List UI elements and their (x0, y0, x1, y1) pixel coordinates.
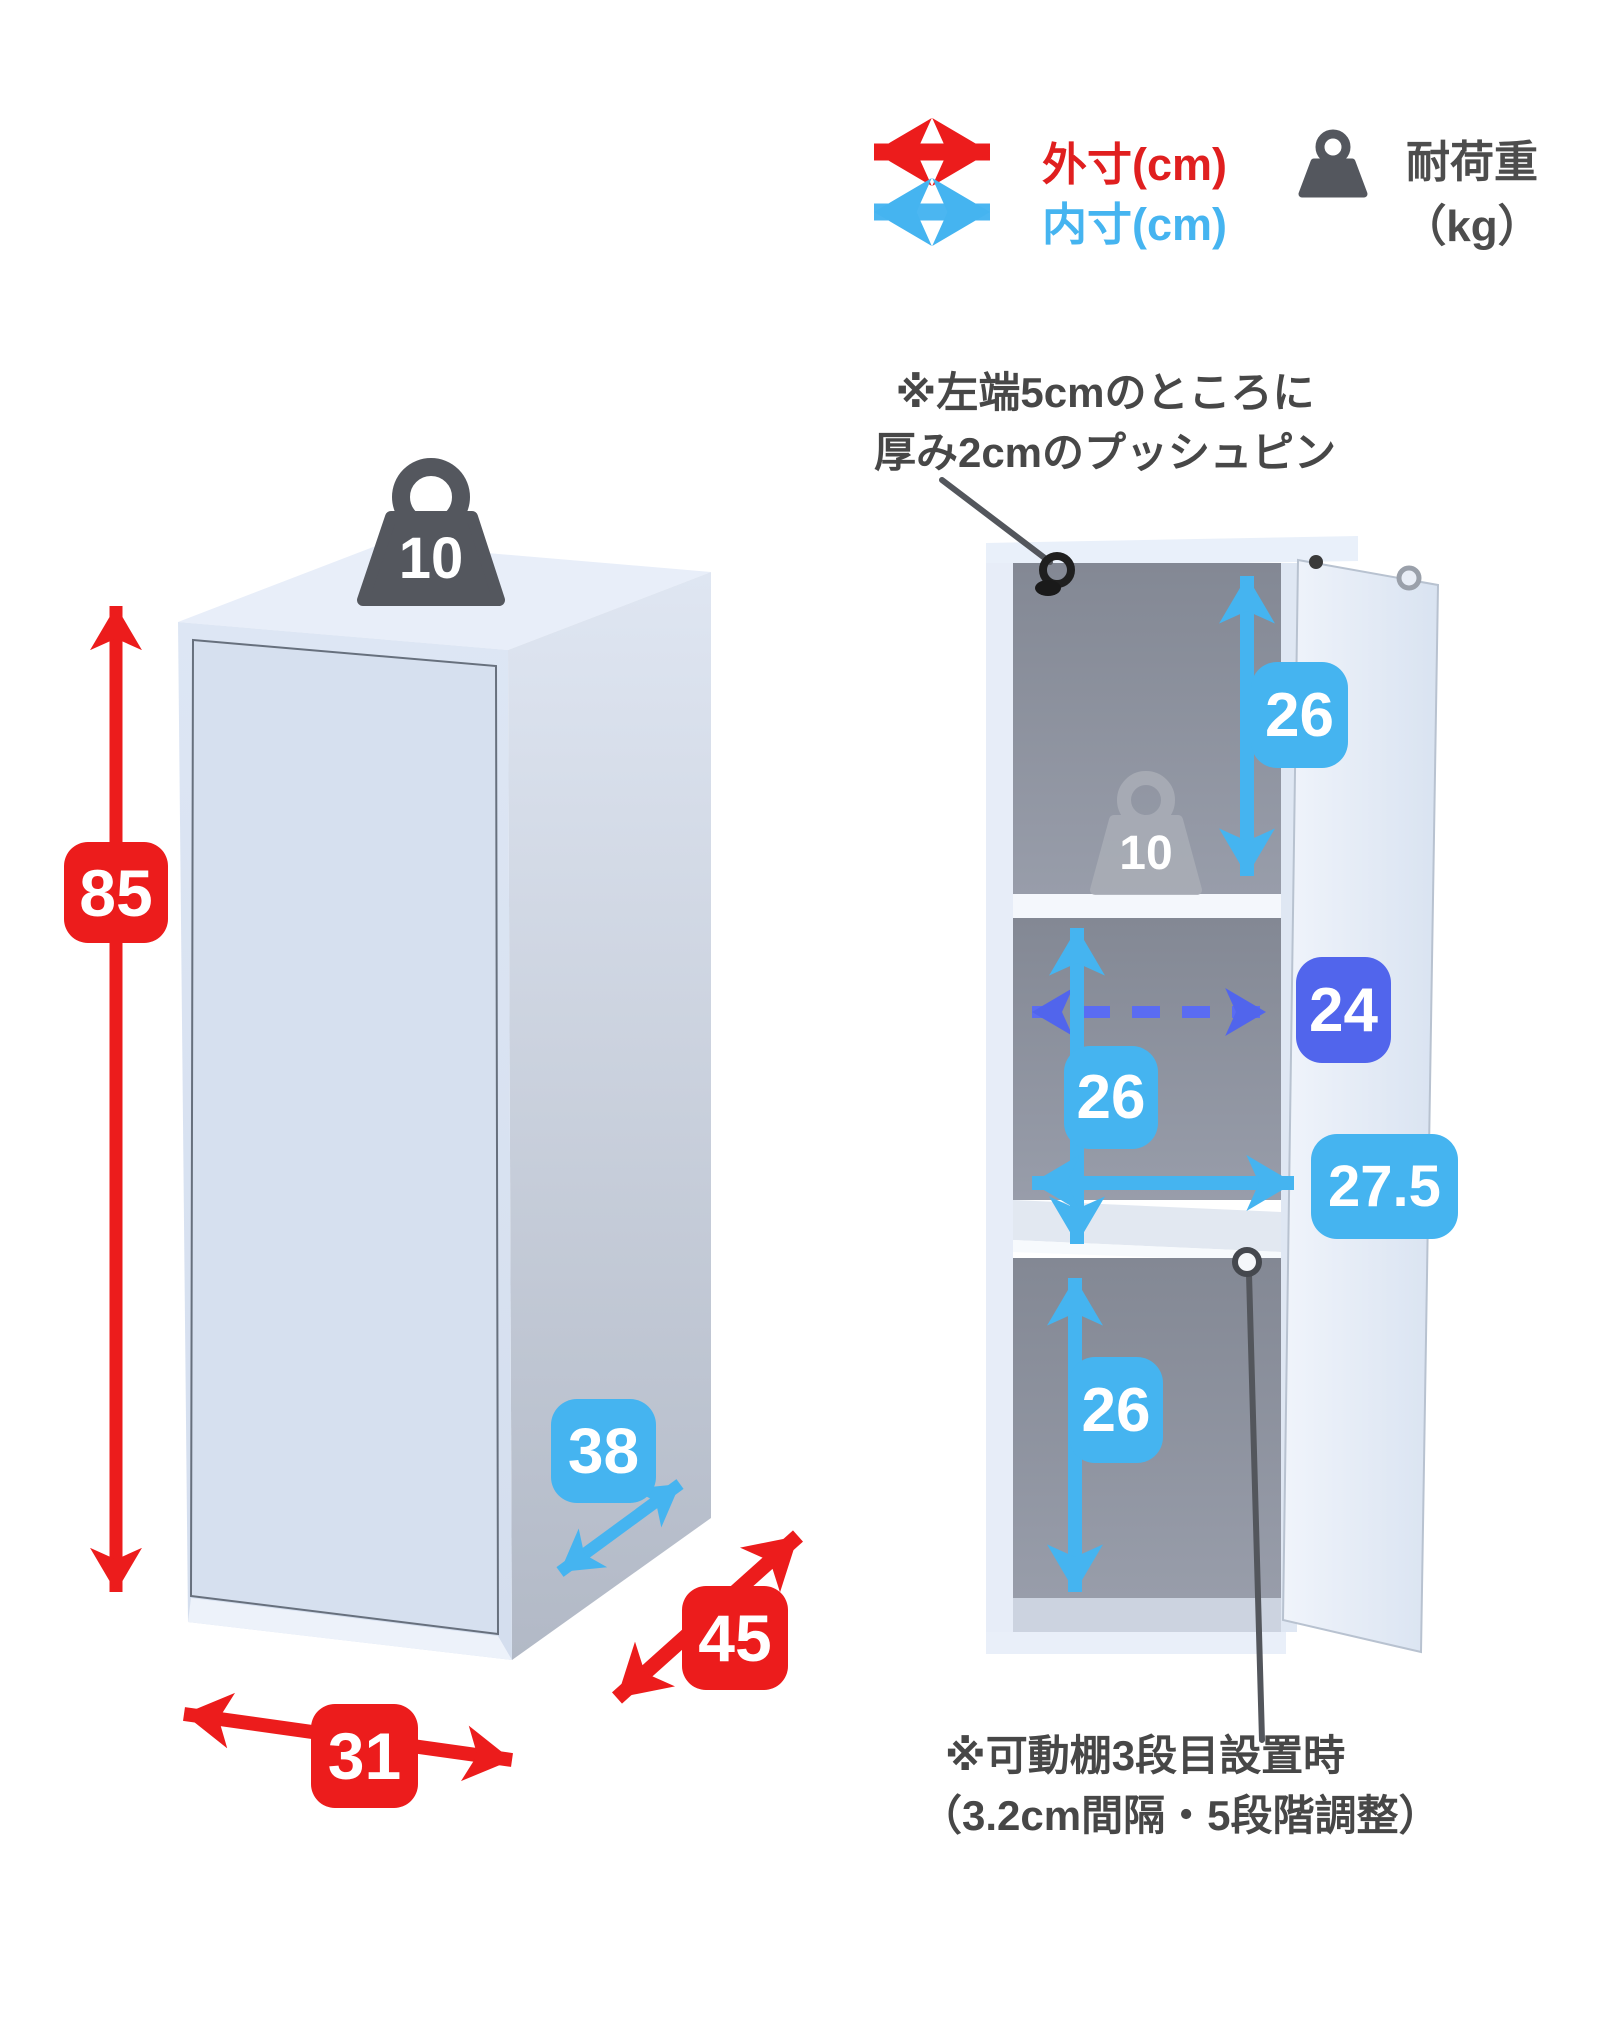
door-knob (1396, 565, 1422, 591)
shelf-annotation: ※可動棚3段目設置時 （3.2cm間隔・5段階調整） (920, 1726, 1440, 1845)
legend-load-line1: 耐荷重 (1406, 138, 1538, 187)
inner-depth-label-left: 38 (551, 1399, 656, 1503)
outer-depth-label: 45 (682, 1586, 788, 1690)
left-cabinet (178, 544, 711, 1660)
right-cabinet-floor (1013, 1598, 1281, 1632)
right-cabinet-bottom-band (986, 1632, 1286, 1654)
weight-icon-legend (1298, 129, 1368, 198)
right-cabinet-top-band (986, 536, 1358, 567)
right-cabinet-open-door (1281, 558, 1440, 1654)
left-cabinet-door-panel (189, 638, 500, 1636)
legend-load-line2: （kg） (1402, 201, 1542, 251)
pushpin-callout-line (939, 477, 1053, 565)
shelf-callout-line (1246, 1271, 1265, 1743)
right-cabinet-left-wall (986, 563, 1013, 1652)
legend-load-label: 耐荷重 （kg） (1392, 131, 1552, 259)
inner-height-label-bottom: 26 (1069, 1357, 1163, 1463)
pushpin-annotation: ※左端5cmのところに 厚み2cmのプッシュピン (860, 363, 1350, 482)
inner-width-label: 27.5 (1311, 1134, 1458, 1239)
pushpin-icon (1035, 552, 1075, 596)
legend-outer-label: 外寸(cm) (1042, 139, 1228, 190)
inner-depth-arrow-left (556, 1479, 684, 1577)
left-cabinet-side-face (508, 572, 711, 1660)
right-cabinet-shelf-fixed (1013, 894, 1281, 918)
door-hinge-dot (1309, 555, 1323, 569)
shelf-annotation-line2: （3.2cm間隔・5段階調整） (920, 1791, 1441, 1839)
inner-height-label-middle: 26 (1064, 1046, 1158, 1149)
shelf-callout-ring (1232, 1247, 1262, 1277)
weight-icon-left (357, 458, 505, 606)
right-cabinet-shelf-movable-edge (1013, 1240, 1281, 1262)
left-cabinet-base-strip (188, 1598, 512, 1660)
pushpin-annotation-line2: 厚み2cmのプッシュピン (873, 428, 1337, 476)
inner-depth-label-right: 24 (1296, 957, 1391, 1063)
outer-width-label: 31 (311, 1704, 418, 1808)
outer-height-label: 85 (64, 842, 168, 943)
weight-icon-right (1090, 771, 1202, 895)
legend-inner-label: 内寸(cm) (1042, 199, 1228, 250)
left-load-capacity-value: 10 (398, 525, 464, 591)
inner-height-label-top: 26 (1251, 662, 1348, 768)
pushpin-annotation-line1: ※左端5cmのところに (895, 369, 1315, 416)
shelf-annotation-line1: ※可動棚3段目設置時 (944, 1732, 1346, 1779)
right-load-capacity-value: 10 (1119, 826, 1173, 880)
